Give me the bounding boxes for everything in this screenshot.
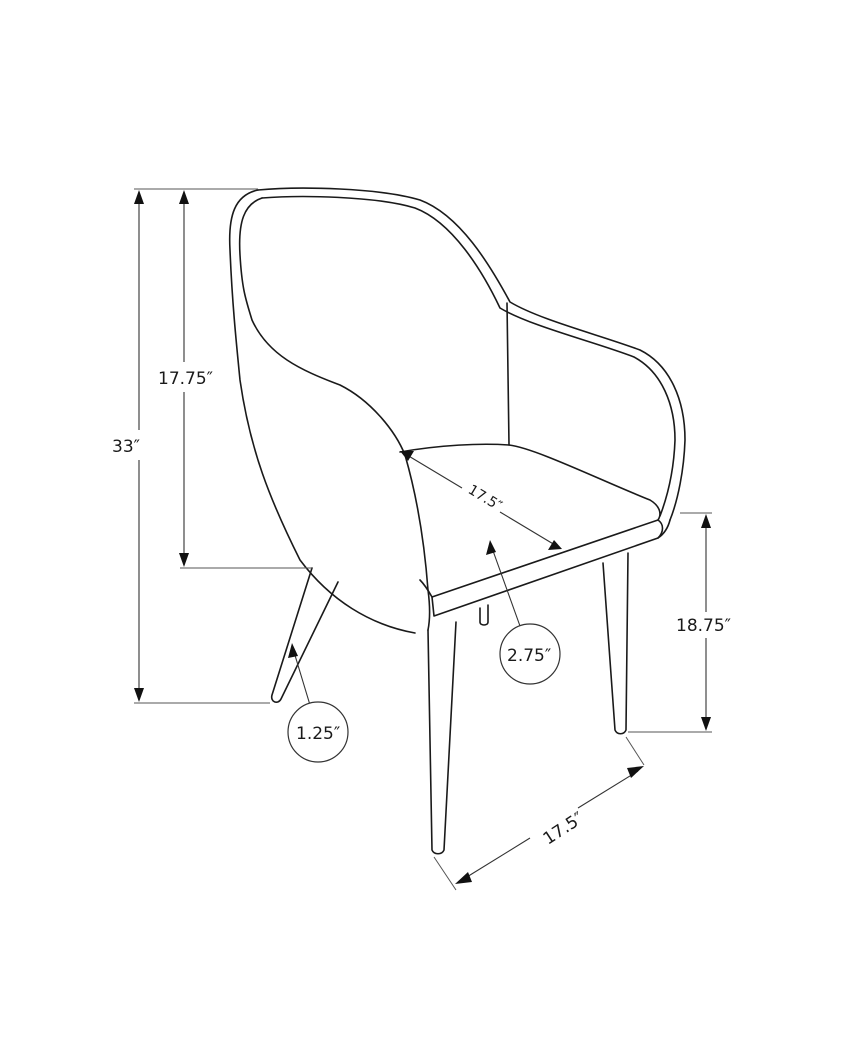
chair-back-leg-stub xyxy=(479,604,489,626)
arrow-down-icon xyxy=(134,688,144,702)
label-seat-depth: 17.5″ xyxy=(465,482,504,514)
label-backrest-height: 17.75″ xyxy=(158,369,213,389)
chair-shell-front-edge xyxy=(404,454,431,631)
label-leg-thickness: 1.25″ xyxy=(296,724,340,744)
chair-top-rim-inner xyxy=(261,195,676,517)
chair-back-edge xyxy=(506,302,510,446)
arrow-up-icon xyxy=(701,514,711,528)
arrow-down-icon xyxy=(701,717,711,731)
arrow-icon xyxy=(627,766,644,778)
label-seat-thickness: 2.75″ xyxy=(507,646,551,666)
arrow-up-icon xyxy=(288,643,298,658)
arrow-icon xyxy=(400,451,414,461)
dimension-backrest-height: 17.75″ xyxy=(158,190,312,569)
arrow-icon xyxy=(548,540,562,550)
dimension-overall-width: 17.5″ xyxy=(433,736,645,891)
chair-backrest-inner xyxy=(238,197,406,456)
dimension-leg-thickness: 1.25″ xyxy=(287,643,349,763)
arrow-icon xyxy=(455,872,472,884)
chair-seat-top xyxy=(399,443,661,598)
label-total-height: 33″ xyxy=(112,437,140,457)
chair-arm-front xyxy=(657,519,671,539)
dimension-seat-depth: 17.5″ xyxy=(400,451,562,550)
arrow-up-icon xyxy=(134,190,144,204)
chair-top-rim-outer xyxy=(257,187,686,521)
arrow-down-icon xyxy=(179,553,189,567)
dimension-total-height: 33″ xyxy=(112,188,270,704)
dimension-seat-height: 18.75″ xyxy=(628,512,731,733)
arrow-up-icon xyxy=(179,190,189,204)
label-overall-width: 17.5″ xyxy=(540,809,588,850)
chair-leg-front-right xyxy=(602,552,629,735)
chair-leg-back-left xyxy=(270,567,339,704)
chair-drawing xyxy=(228,187,686,855)
label-seat-height: 18.75″ xyxy=(676,616,731,636)
chair-leg-front-left xyxy=(427,621,457,855)
chair-shell-outer xyxy=(228,189,416,634)
dimension-seat-thickness: 2.75″ xyxy=(486,540,561,685)
arrow-up-icon xyxy=(486,540,496,555)
